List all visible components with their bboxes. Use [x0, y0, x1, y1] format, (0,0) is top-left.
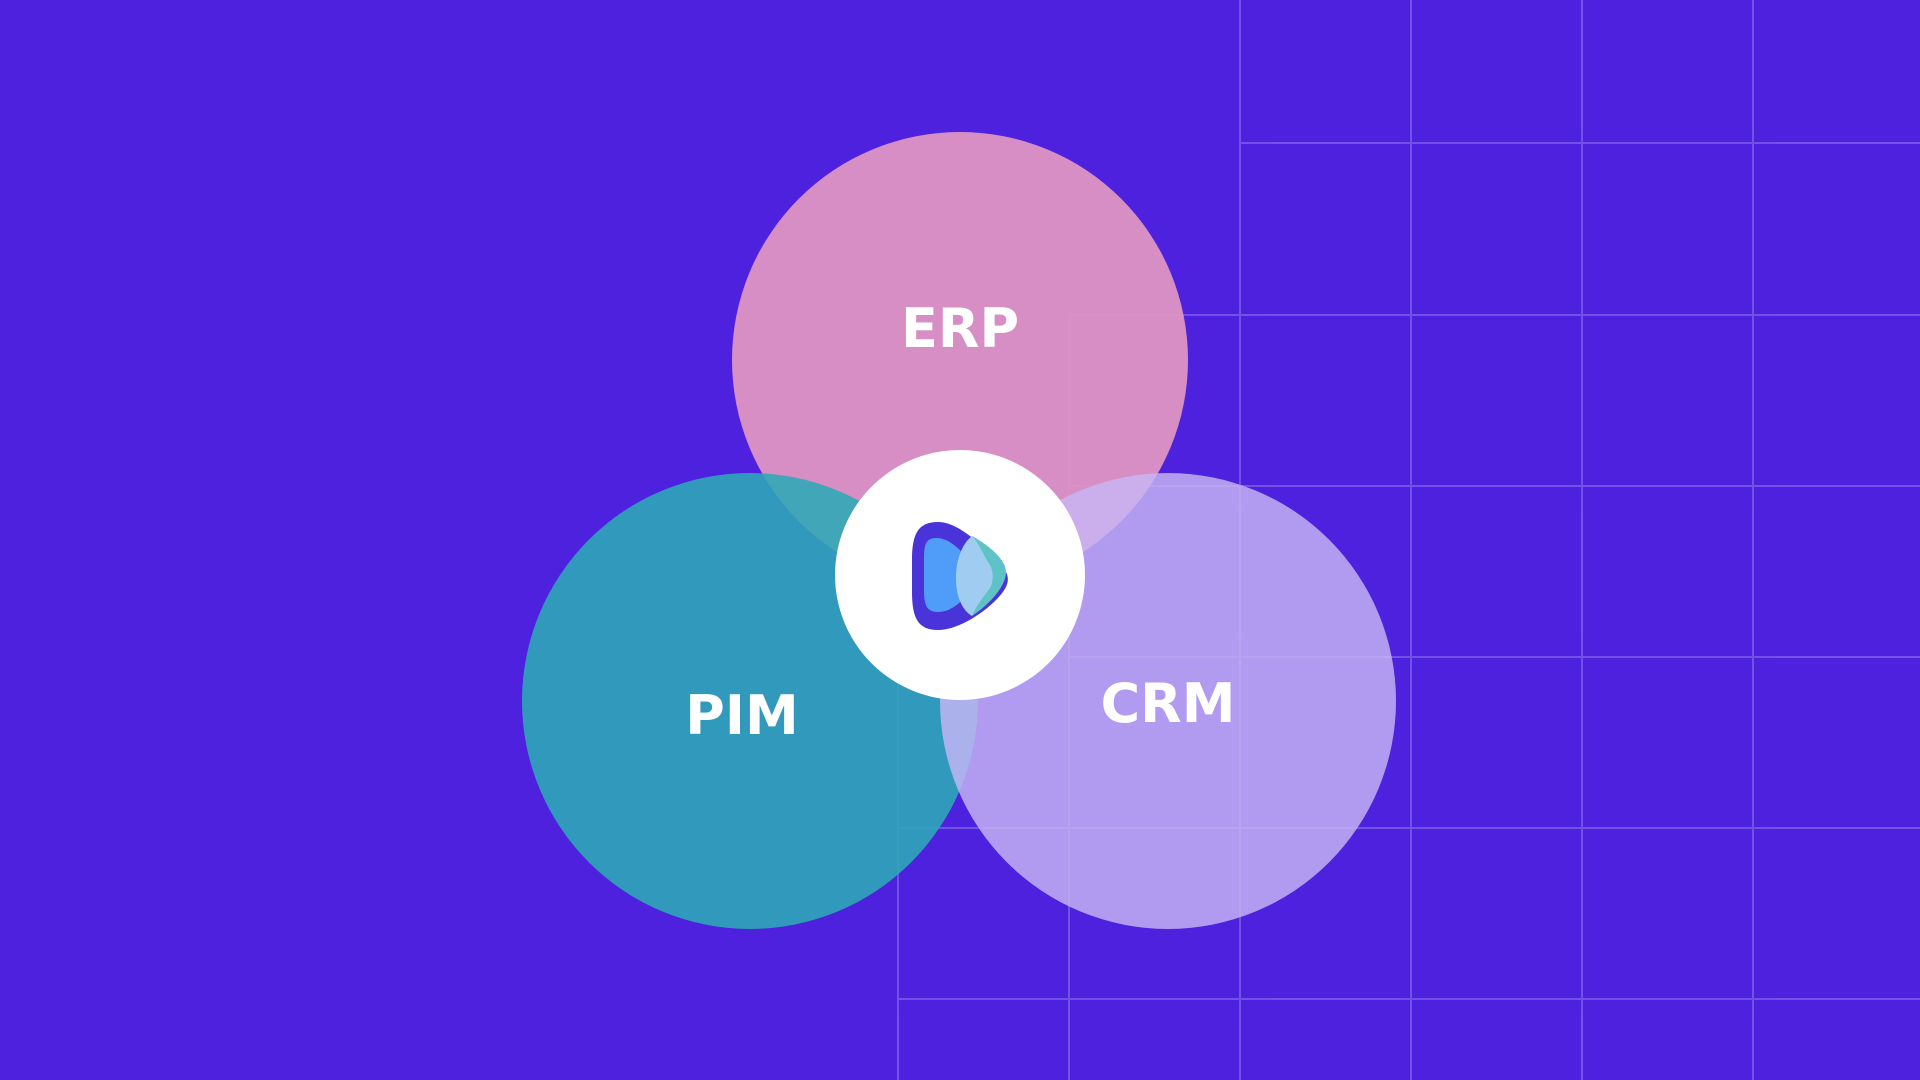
- crm-label: CRM: [1101, 672, 1236, 735]
- play-shape-logo-icon: [912, 522, 1008, 630]
- erp-circle: [732, 132, 1188, 588]
- pim-label: PIM: [685, 684, 798, 747]
- erp-label: ERP: [901, 297, 1019, 360]
